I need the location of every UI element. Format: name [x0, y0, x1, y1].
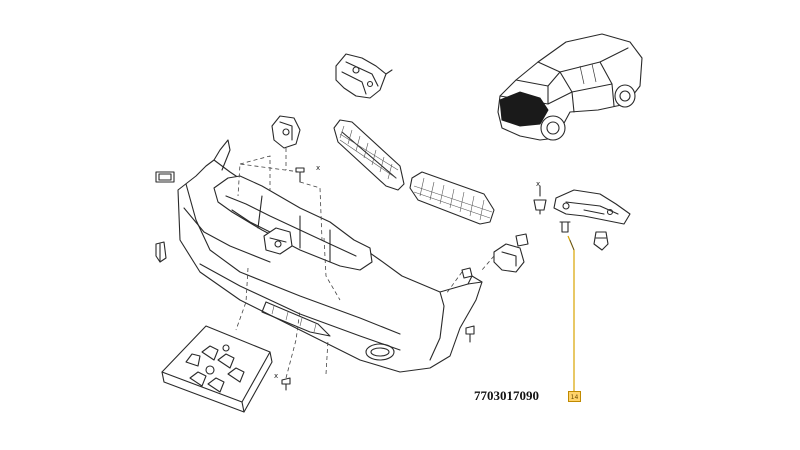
part-leader-line	[567, 235, 575, 392]
callout-mark: x	[274, 372, 278, 380]
car-overview-illustration	[497, 33, 643, 141]
part-reference-marker[interactable]: 14	[568, 391, 581, 402]
upper-bracket	[335, 53, 393, 99]
clip-kit-box	[161, 325, 273, 413]
upper-grille	[333, 119, 405, 191]
callout-mark: x	[316, 164, 320, 172]
assembly-guide-lines	[235, 148, 495, 379]
bumper-side-clip	[155, 171, 175, 263]
right-side-bracket	[533, 185, 631, 251]
fog-light-bracket	[461, 233, 529, 279]
callout-mark: x	[536, 180, 540, 188]
clip-bracket-left	[271, 115, 301, 149]
screw-fasteners	[281, 167, 475, 391]
part-number-label: 7703017090	[474, 388, 539, 403]
callout-marks: x x x	[274, 164, 540, 380]
lower-grille	[409, 171, 495, 225]
radiator-grille	[213, 175, 373, 271]
